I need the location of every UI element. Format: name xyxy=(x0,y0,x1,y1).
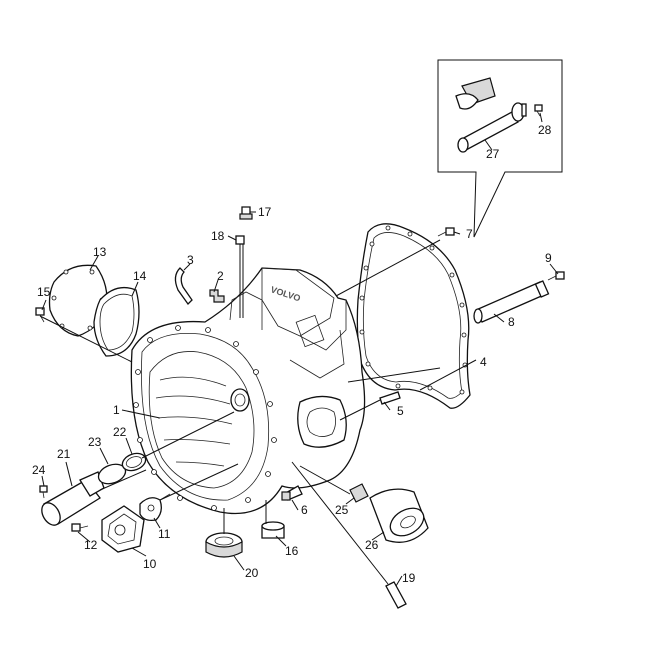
gasket-4-holes xyxy=(359,225,468,395)
gear-11 xyxy=(139,493,171,522)
callout-1: 1 xyxy=(113,403,120,417)
callout-19: 19 xyxy=(402,571,416,585)
callout-5: 5 xyxy=(397,404,404,418)
leader-lines xyxy=(39,211,559,587)
callout-4: 4 xyxy=(480,355,487,369)
pin-5 xyxy=(379,391,401,405)
callout-9: 9 xyxy=(545,251,552,265)
bolt-6-icon xyxy=(281,485,303,501)
cover-10 xyxy=(101,505,145,553)
seal-20 xyxy=(205,532,243,558)
clutch-housing-1: VOLVO xyxy=(130,267,366,515)
inset-detail xyxy=(437,59,563,238)
callout-21: 21 xyxy=(57,447,71,461)
callout-16: 16 xyxy=(285,544,299,558)
callout-20: 20 xyxy=(245,566,259,580)
callout-12: 12 xyxy=(84,538,98,552)
callout-28: 28 xyxy=(538,123,552,137)
callout-3: 3 xyxy=(187,253,194,267)
plug-16 xyxy=(261,521,285,539)
callout-10: 10 xyxy=(143,557,157,571)
callout-13: 13 xyxy=(93,245,107,259)
callout-25: 25 xyxy=(335,503,349,517)
callout-22: 22 xyxy=(113,425,127,439)
callout-8: 8 xyxy=(508,315,515,329)
callout-6: 6 xyxy=(301,503,308,517)
bolt-12-icon xyxy=(71,523,89,532)
callout-labels: 1 2 3 4 5 6 7 8 9 10 11 12 13 14 15 16 1… xyxy=(32,123,552,585)
callout-11: 11 xyxy=(158,527,171,541)
bolt-9-icon xyxy=(547,271,565,281)
bolt-24-icon xyxy=(39,485,48,499)
inset-pipe-part xyxy=(455,77,527,153)
callout-15: 15 xyxy=(37,285,51,299)
bolt-28-icon xyxy=(534,104,543,117)
callout-23: 23 xyxy=(88,435,102,449)
pin-19 xyxy=(385,581,407,609)
callout-26: 26 xyxy=(365,538,379,552)
callout-27: 27 xyxy=(486,147,500,161)
elbow-2-icon xyxy=(209,289,225,303)
gasket-4 xyxy=(356,223,471,409)
callout-24: 24 xyxy=(32,463,46,477)
callout-17: 17 xyxy=(258,205,272,219)
callout-18: 18 xyxy=(211,229,225,243)
bolt-7-icon xyxy=(437,227,455,237)
callout-7: 7 xyxy=(466,227,473,241)
dipstick-17-icon xyxy=(239,206,253,220)
callout-2: 2 xyxy=(217,269,224,283)
pipe-3 xyxy=(174,267,193,306)
callout-14: 14 xyxy=(133,269,147,283)
bolt-15-icon xyxy=(35,307,45,323)
filter-26 xyxy=(369,488,429,543)
ring-22 xyxy=(121,452,147,472)
cover-13-holes xyxy=(51,269,105,331)
pipe-8 xyxy=(473,280,550,324)
